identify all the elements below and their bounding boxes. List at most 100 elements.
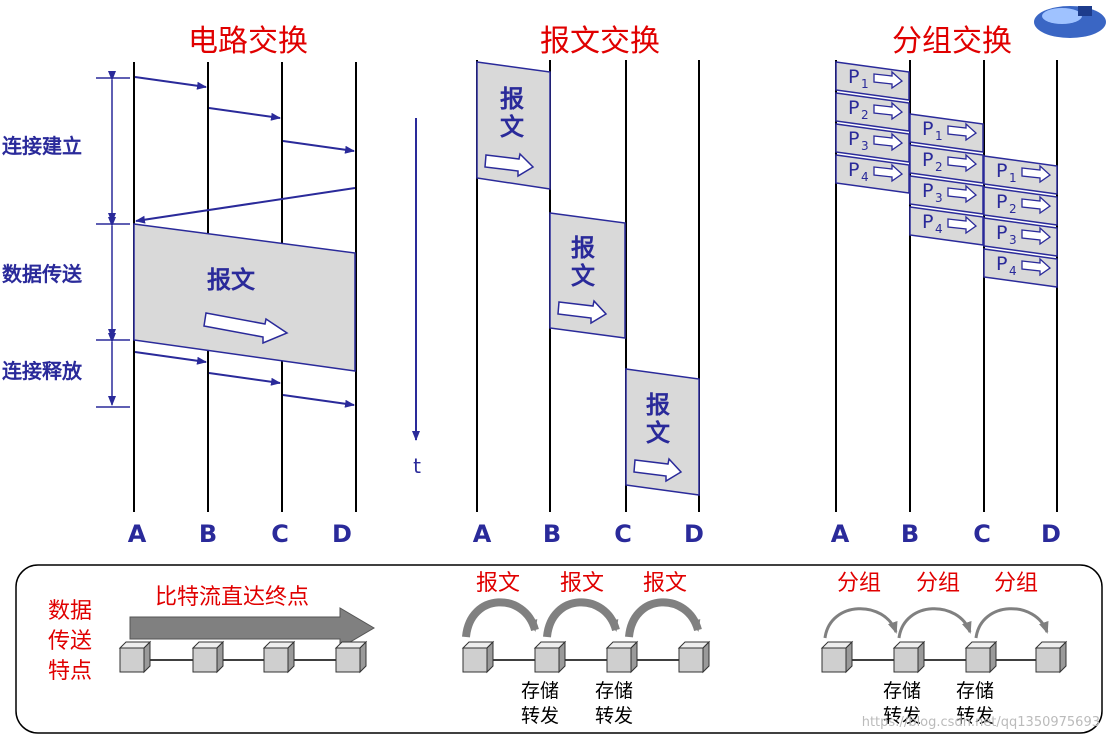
router-box-icon xyxy=(118,640,152,674)
message-hop-label-2: 报文 xyxy=(560,571,604,596)
watermark: https://blog.csdn.net/qq1350975693 xyxy=(862,715,1100,730)
packet-subscript: 3 xyxy=(1009,233,1017,247)
packet-letter: P xyxy=(922,149,933,171)
router-box-icon xyxy=(461,640,495,674)
comparison-panel xyxy=(15,564,1103,734)
data-flow-arrow-icon xyxy=(203,312,289,345)
packet-letter: P xyxy=(848,66,859,88)
circuit-switching-title: 电路交换 xyxy=(188,24,308,59)
circuit-section: 报文 连接建立 数据传送 连接释放 A B C D xyxy=(2,62,357,548)
message-block-1-char-1: 报 xyxy=(500,85,524,113)
packet-letter: P xyxy=(996,222,1007,244)
packet-arrow-icon xyxy=(947,122,978,142)
packet-arrow-icon xyxy=(873,163,904,183)
packet-arrow-icon xyxy=(873,132,904,152)
release-arrow-bc xyxy=(208,372,281,386)
circuit-node-c-label: C xyxy=(271,520,289,548)
message-switching-title: 报文交换 xyxy=(540,24,660,59)
packet-box xyxy=(909,113,984,153)
message-block-3-char-1: 报 xyxy=(646,391,670,419)
packet-subscript: 1 xyxy=(1009,171,1017,185)
router-box-icon xyxy=(1034,640,1068,674)
bitstream-arrow-icon xyxy=(129,607,375,649)
packet-letter: P xyxy=(848,128,859,150)
packet-letter: P xyxy=(848,97,859,119)
packet-arrow-icon xyxy=(1021,226,1052,246)
router-box-icon xyxy=(892,640,926,674)
phase-transfer-label: 数据传送 xyxy=(2,262,83,286)
phase-release-label: 连接释放 xyxy=(2,359,83,383)
message-node-c-label: C xyxy=(614,520,632,548)
packet-letter: P xyxy=(922,180,933,202)
packet-box xyxy=(909,206,984,246)
circuit-node-d-label: D xyxy=(332,520,352,548)
message-node-b-label: B xyxy=(543,520,561,548)
packet-subscript: 4 xyxy=(861,170,869,184)
panel-label-line-1: 数据 xyxy=(48,599,92,624)
packet-arrow-icon xyxy=(1021,257,1052,277)
packet-box xyxy=(983,248,1058,288)
message-hop-label-3: 报文 xyxy=(643,571,687,596)
ack-arrow-da xyxy=(135,187,356,224)
message-node-d-label: D xyxy=(684,520,704,548)
message-block-2-char-1: 报 xyxy=(571,234,595,262)
message-block-2-char-2: 文 xyxy=(571,262,596,290)
data-transfer-block xyxy=(133,223,356,372)
packet-box xyxy=(983,186,1058,226)
release-arrow-ab xyxy=(134,351,207,365)
router-box-icon xyxy=(605,640,639,674)
packet-box xyxy=(835,92,910,132)
packet-subscript: 1 xyxy=(935,129,943,143)
setup-arrow-cd xyxy=(282,140,355,154)
packet-letter: P xyxy=(922,211,933,233)
router-box-icon xyxy=(262,640,296,674)
message-node-a-label: A xyxy=(473,520,492,548)
packet-letter: P xyxy=(996,253,1007,275)
packet-node-b-label: B xyxy=(901,520,919,548)
packet-subscript: 4 xyxy=(1009,264,1017,278)
packet-letter: P xyxy=(996,191,1007,213)
forward-label-4: 转发 xyxy=(956,705,994,727)
packet-subscript: 3 xyxy=(861,139,869,153)
circuit-node-b-label: B xyxy=(199,520,217,548)
phase-setup-label: 连接建立 xyxy=(2,134,82,158)
time-axis-label: t xyxy=(413,454,421,478)
packet-letter: P xyxy=(848,159,859,181)
message-hop-arcs xyxy=(462,598,702,638)
packet-arrow-icon xyxy=(947,153,978,173)
packet-node-c-label: C xyxy=(973,520,991,548)
packet-subscript: 3 xyxy=(935,191,943,205)
message-arrow-3-icon xyxy=(633,457,683,483)
data-block-label: 报文 xyxy=(207,266,256,294)
release-arrow-cd xyxy=(282,394,355,408)
packet-arrow-icon xyxy=(873,101,904,121)
forward-label-1: 转发 xyxy=(521,705,559,727)
packet-hop-label-3: 分组 xyxy=(994,571,1038,596)
packet-node-d-label: D xyxy=(1041,520,1061,548)
packet-box xyxy=(983,155,1058,195)
packet-box xyxy=(835,154,910,194)
packet-arrow-icon xyxy=(1021,164,1052,184)
router-box-icon xyxy=(191,640,225,674)
packet-switching-title: 分组交换 xyxy=(892,24,1012,59)
circuit-node-a-label: A xyxy=(128,520,147,548)
message-hop-label-1: 报文 xyxy=(476,571,520,596)
setup-arrow-bc xyxy=(208,107,281,121)
router-boxes xyxy=(118,640,1068,674)
packet-subscript: 2 xyxy=(935,160,943,174)
message-section: 报 文 报 文 报 文 A B C D xyxy=(473,60,704,548)
packet-subscript: 4 xyxy=(935,222,943,236)
message-block-3-char-2: 文 xyxy=(646,419,671,447)
store-label-4: 存储 xyxy=(956,680,994,702)
packet-subscript: 2 xyxy=(861,108,869,122)
packet-arrow-icon xyxy=(947,215,978,235)
